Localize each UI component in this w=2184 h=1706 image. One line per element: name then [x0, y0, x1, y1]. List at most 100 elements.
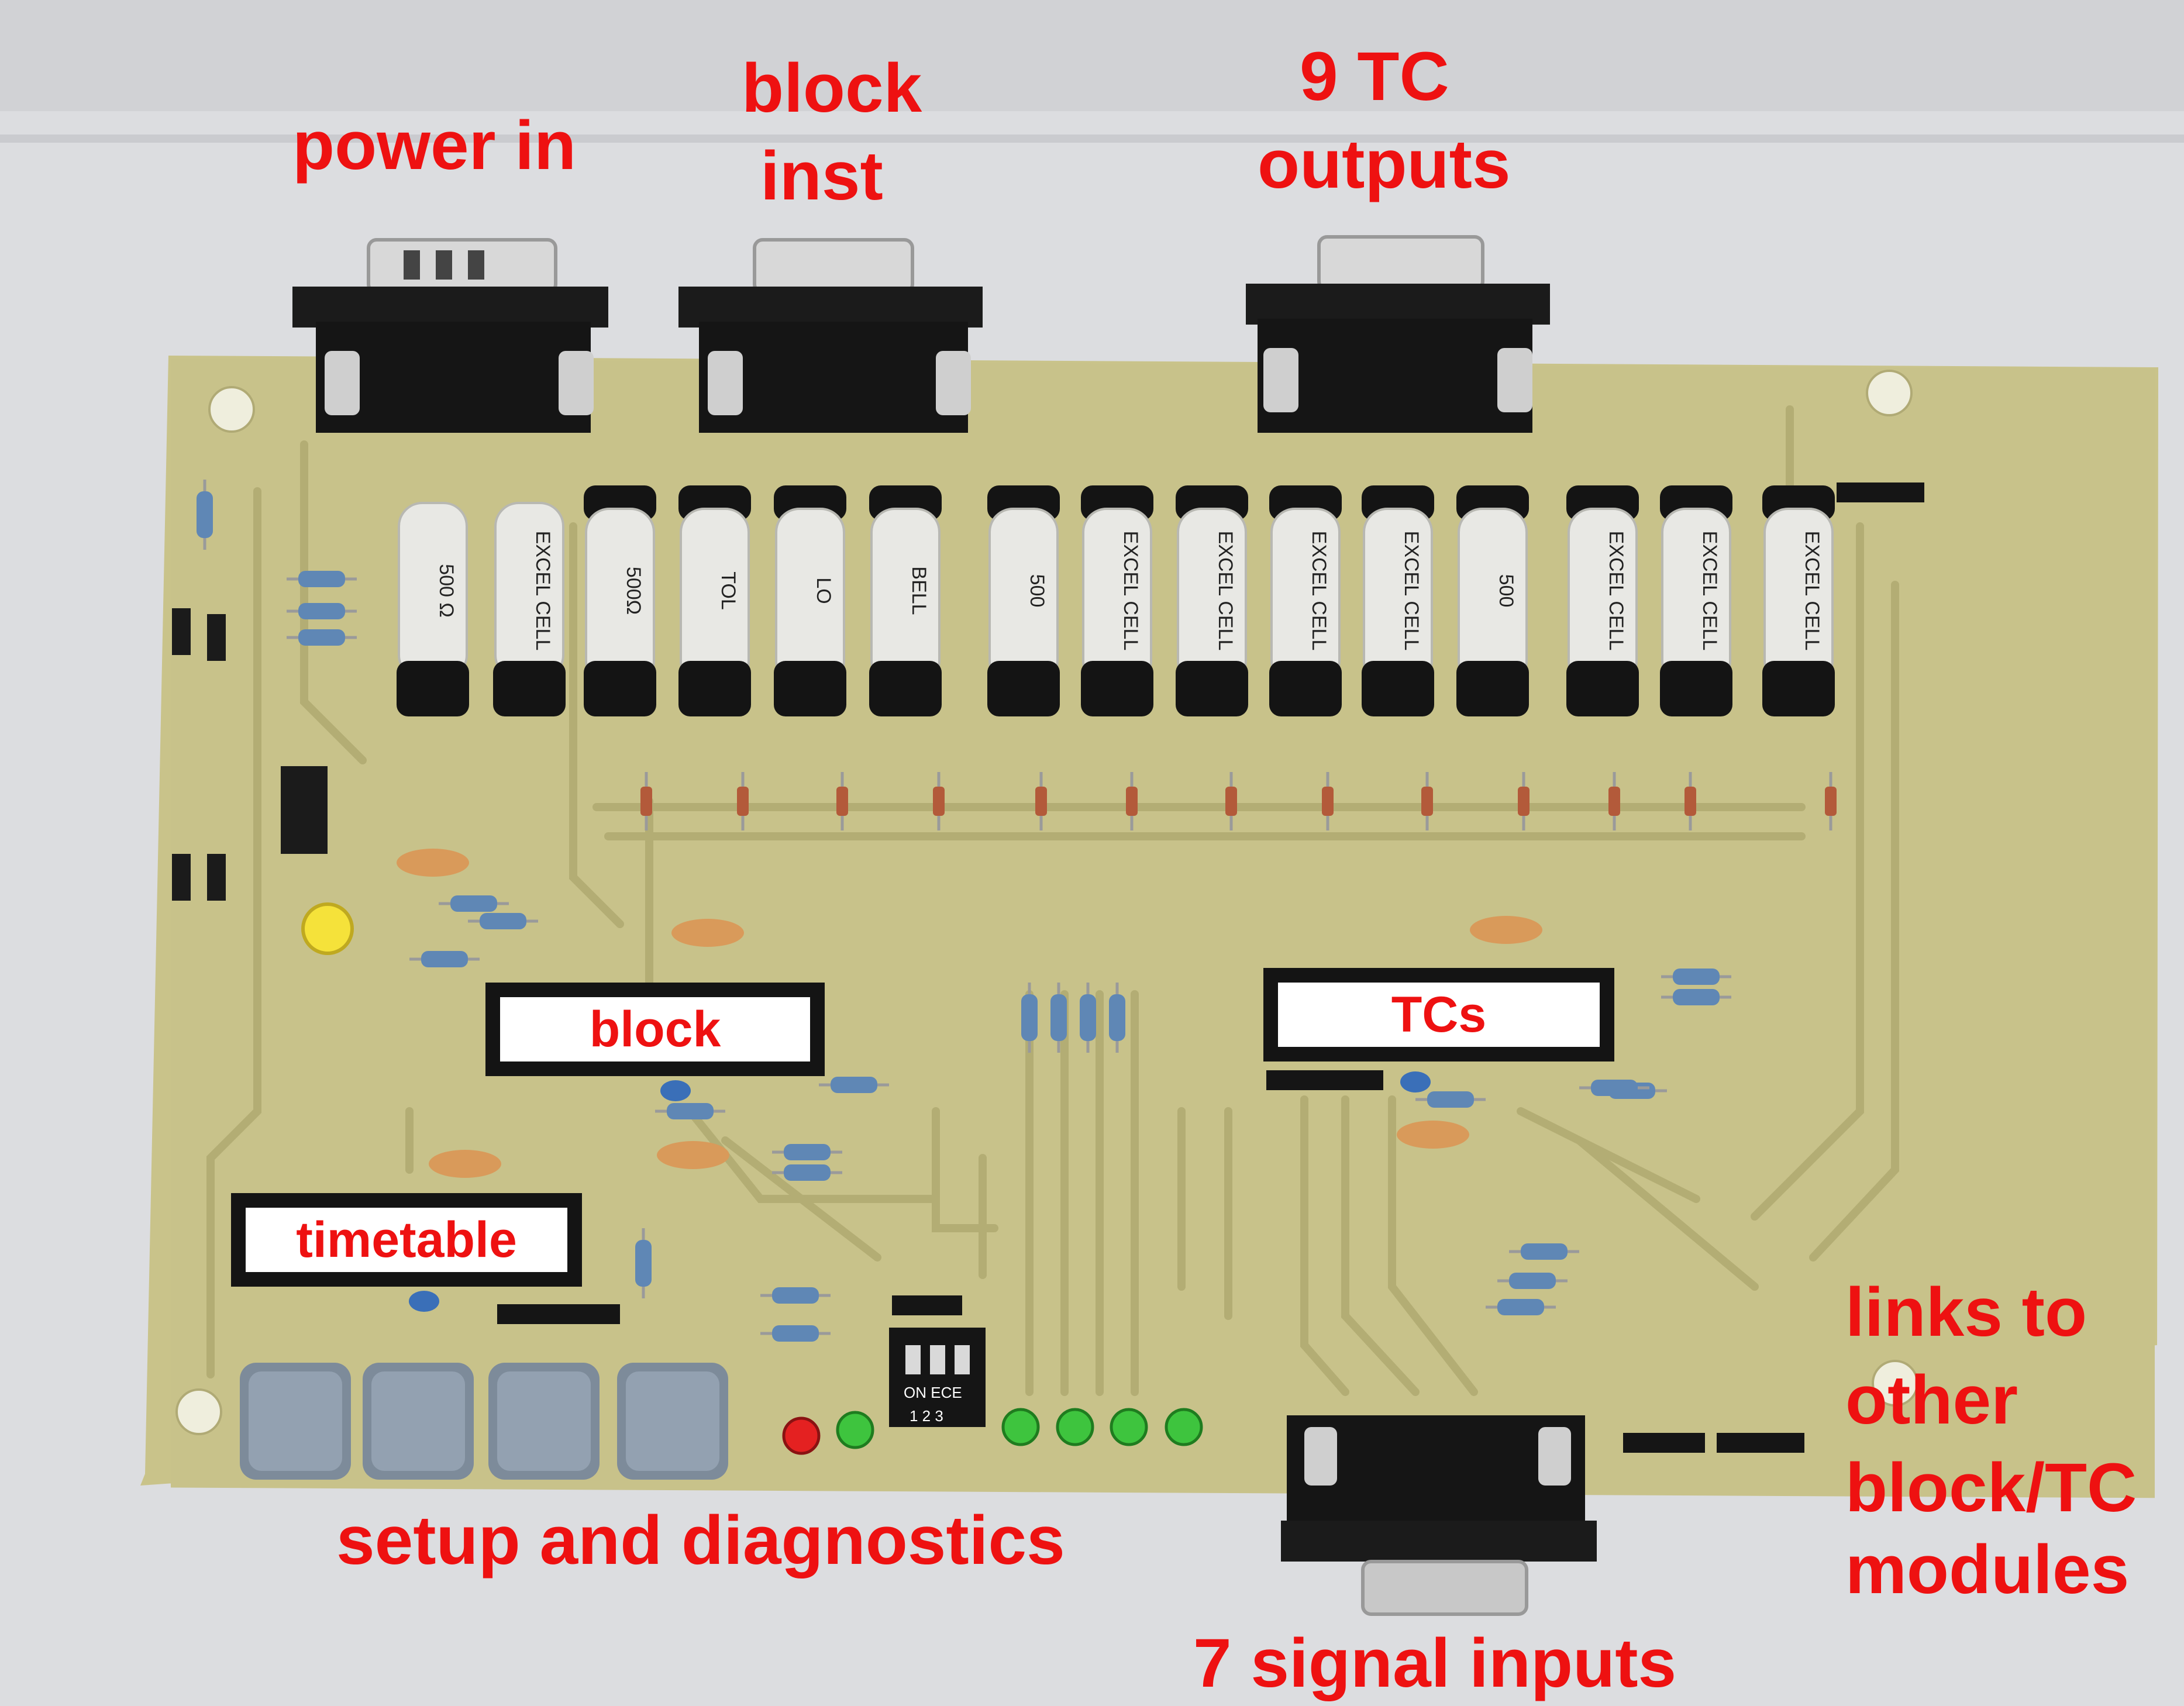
- resistor: [760, 1325, 831, 1342]
- reed-relay: LO: [774, 485, 846, 716]
- pcb-trace: [1388, 1095, 1478, 1396]
- d-connector-power-in: [292, 238, 608, 433]
- label-tc-outputs-line1: 9 TC: [1300, 38, 1449, 115]
- pcb-trace: [1341, 1095, 1420, 1396]
- ceramic-capacitor: [1470, 916, 1542, 944]
- diode: [1035, 772, 1047, 830]
- relay-marking: 500 Ω: [435, 564, 457, 618]
- relay-marking: EXCEL CELL: [1308, 531, 1330, 651]
- resistor: [1497, 1273, 1568, 1289]
- resistor: [439, 895, 509, 912]
- resistor: [1579, 1080, 1649, 1096]
- diode: [1825, 772, 1837, 830]
- resistor: [760, 1287, 831, 1304]
- pcb-trace: [300, 440, 367, 764]
- reed-relay: EXCEL CELL: [1362, 485, 1434, 716]
- ceramic-capacitor: [397, 849, 469, 877]
- dip-switch: ON ECE 1 2 3: [889, 1328, 986, 1427]
- resistor: [197, 480, 213, 550]
- relay-marking: 500: [1495, 574, 1517, 608]
- small-capacitor: [409, 1291, 439, 1312]
- label-setup-diagnostics: setup and diagnostics: [336, 1502, 1065, 1579]
- push-buttons: [240, 1363, 728, 1480]
- reed-relay: BELL: [869, 485, 942, 716]
- reed-relay: EXCEL CELL: [1176, 485, 1248, 716]
- ceramic-capacitor: [1397, 1121, 1469, 1149]
- ceramic-capacitor: [657, 1141, 729, 1169]
- resistor: [287, 603, 357, 619]
- resistor: [655, 1103, 725, 1119]
- diode: [640, 772, 652, 830]
- pcb-trace: [1575, 1136, 1759, 1291]
- resistors: [197, 480, 1731, 1342]
- diode: [1421, 772, 1433, 830]
- label-block-inst-line2: inst: [760, 137, 883, 215]
- diodes: [172, 608, 1837, 901]
- diode: [1518, 772, 1530, 830]
- small-capacitor: [660, 1080, 691, 1101]
- relay-marking: EXCEL CELL: [532, 531, 554, 651]
- rectifier-diode: [207, 614, 226, 661]
- relay-marking: 500Ω: [622, 567, 645, 615]
- label-block-inst-line1: block: [742, 50, 922, 127]
- pcb-trace: [569, 522, 624, 928]
- reed-relay: TOL: [678, 485, 751, 716]
- reed-relay: 500Ω: [584, 485, 656, 716]
- pcb-trace: [721, 1136, 881, 1262]
- cover-band-top: [0, 0, 2184, 111]
- relay-marking: EXCEL CELL: [1801, 531, 1823, 651]
- capacitors: [397, 849, 1542, 1312]
- resistor: [1109, 983, 1125, 1053]
- resistor: [772, 1164, 842, 1181]
- diode: [1608, 772, 1620, 830]
- pcb-trace: [686, 1107, 940, 1203]
- reed-relay: 500 Ω: [397, 502, 469, 716]
- relay-marking: TOL: [717, 571, 739, 610]
- reed-relay: EXCEL CELL: [1081, 485, 1153, 716]
- resistor: [287, 571, 357, 587]
- diode: [1126, 772, 1138, 830]
- rectifier-diode: [172, 854, 191, 901]
- label-links-line4: modules: [1845, 1531, 2130, 1608]
- push-button: [488, 1363, 600, 1480]
- resistor: [772, 1144, 842, 1160]
- push-button: [617, 1363, 728, 1480]
- reed-relay: EXCEL CELL: [1660, 485, 1732, 716]
- rectifier-diode: [172, 608, 191, 655]
- ic-header-timetable: [497, 1304, 620, 1324]
- d-connector-tc-outputs: [1246, 235, 1550, 433]
- resistor: [1486, 1299, 1556, 1315]
- resistor: [635, 1228, 652, 1298]
- reed-relay: EXCEL CELL: [1269, 485, 1342, 716]
- chip-label-timetable: timetable: [246, 1208, 567, 1272]
- reed-relay: EXCEL CELL: [493, 502, 566, 716]
- pcb-trace: [1517, 1107, 1700, 1203]
- voltage-regulator: [281, 766, 328, 854]
- ceramic-capacitor: [671, 919, 744, 947]
- diode: [1684, 772, 1696, 830]
- d-connector-block-inst: [678, 238, 983, 433]
- resistor: [1050, 983, 1067, 1053]
- ceramic-capacitor: [429, 1150, 501, 1178]
- reed-relay: 500: [987, 485, 1060, 716]
- reed-relay: EXCEL CELL: [1566, 485, 1639, 716]
- pin-headers: [892, 482, 1924, 1453]
- pcb-trace: [1300, 1095, 1349, 1396]
- resistor: [819, 1077, 889, 1093]
- label-signal-inputs: 7 signal inputs: [1193, 1625, 1677, 1702]
- d-connector-signal-inputs: [1281, 1415, 1597, 1616]
- relay-marking: EXCEL CELL: [1605, 531, 1627, 651]
- resistor: [409, 951, 480, 967]
- resistor: [1509, 1243, 1579, 1260]
- dip-switch-positions: 1 2 3: [910, 1407, 943, 1425]
- ic-header-tcs: [1266, 1070, 1383, 1090]
- pcb-trace: [206, 487, 261, 1378]
- relay-marking: EXCEL CELL: [1400, 531, 1422, 651]
- relay-marking: EXCEL CELL: [1214, 531, 1236, 651]
- label-links-line1: links to: [1845, 1274, 2087, 1351]
- pcb-trace: [1751, 522, 1864, 1221]
- relay-marking: LO: [812, 577, 835, 604]
- chip-label-tcs: TCs: [1278, 983, 1600, 1047]
- resistor: [1080, 983, 1096, 1053]
